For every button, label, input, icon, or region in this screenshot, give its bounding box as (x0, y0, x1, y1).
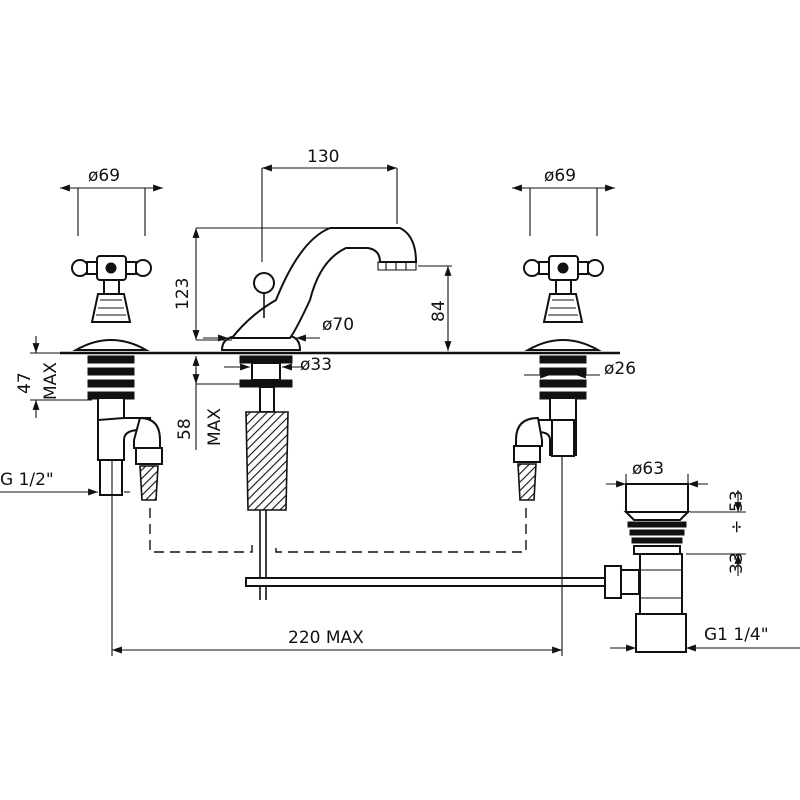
inlet-connection-label: G 1/2" (0, 470, 54, 490)
waste-range-lower-label: 33 (727, 552, 747, 574)
waste-range-dimension: 53 ÷ 33 (686, 490, 747, 576)
waste-connection-label: G1 1/4" (704, 625, 769, 645)
waste-diameter-label: ø63 (632, 459, 664, 479)
spout-reach-label: 130 (307, 147, 339, 167)
pop-up-waste-assembly (245, 483, 691, 653)
waste-connection-dimension: G1 1/4" (610, 625, 800, 652)
left-hose-route (149, 508, 253, 553)
center-max-label: MAX (205, 408, 225, 446)
spout-base-diameter-label: ø70 (322, 315, 354, 335)
waste-diameter-dimension: ø63 (606, 459, 708, 488)
center-max-thickness-label: 58 (175, 418, 195, 440)
outlet-height-label: 84 (429, 300, 449, 322)
inlet-connection-dimension: G 1/2" (0, 470, 130, 496)
side-max-thickness-dimension: 47 MAX (15, 336, 92, 418)
outlet-height-dimension: 84 (418, 265, 452, 351)
left-handle-diameter-label: ø69 (88, 166, 120, 186)
right-handle-diameter-label: ø69 (544, 166, 576, 186)
side-shank-diameter-label: ø26 (604, 359, 636, 379)
center-max-thickness-dimension: 58 MAX (175, 356, 244, 450)
spout-height-label: 123 (173, 278, 193, 310)
waste-range-separator-label: ÷ (727, 520, 747, 534)
center-spout (220, 227, 418, 600)
overall-width-label: 220 MAX (288, 628, 364, 648)
overall-width-dimension: 220 MAX (111, 456, 563, 656)
spout-base-diameter-dimension: ø70 (203, 315, 354, 342)
right-cross-handle-valve (513, 255, 604, 501)
waste-range-upper-label: 53 (727, 490, 747, 512)
right-hose-route (275, 508, 527, 553)
side-max-label: MAX (41, 362, 61, 400)
center-shank-diameter-dimension: ø33 (224, 355, 332, 375)
center-shank-diameter-label: ø33 (300, 355, 332, 375)
right-handle-diameter-dimension: ø69 (512, 166, 615, 236)
side-max-thickness-label: 47 (15, 372, 35, 394)
left-cross-handle-valve (71, 255, 163, 501)
spout-reach-dimension: 130 (261, 147, 398, 262)
side-shank-diameter-dimension: ø26 (524, 359, 636, 379)
left-handle-diameter-dimension: ø69 (60, 166, 163, 236)
